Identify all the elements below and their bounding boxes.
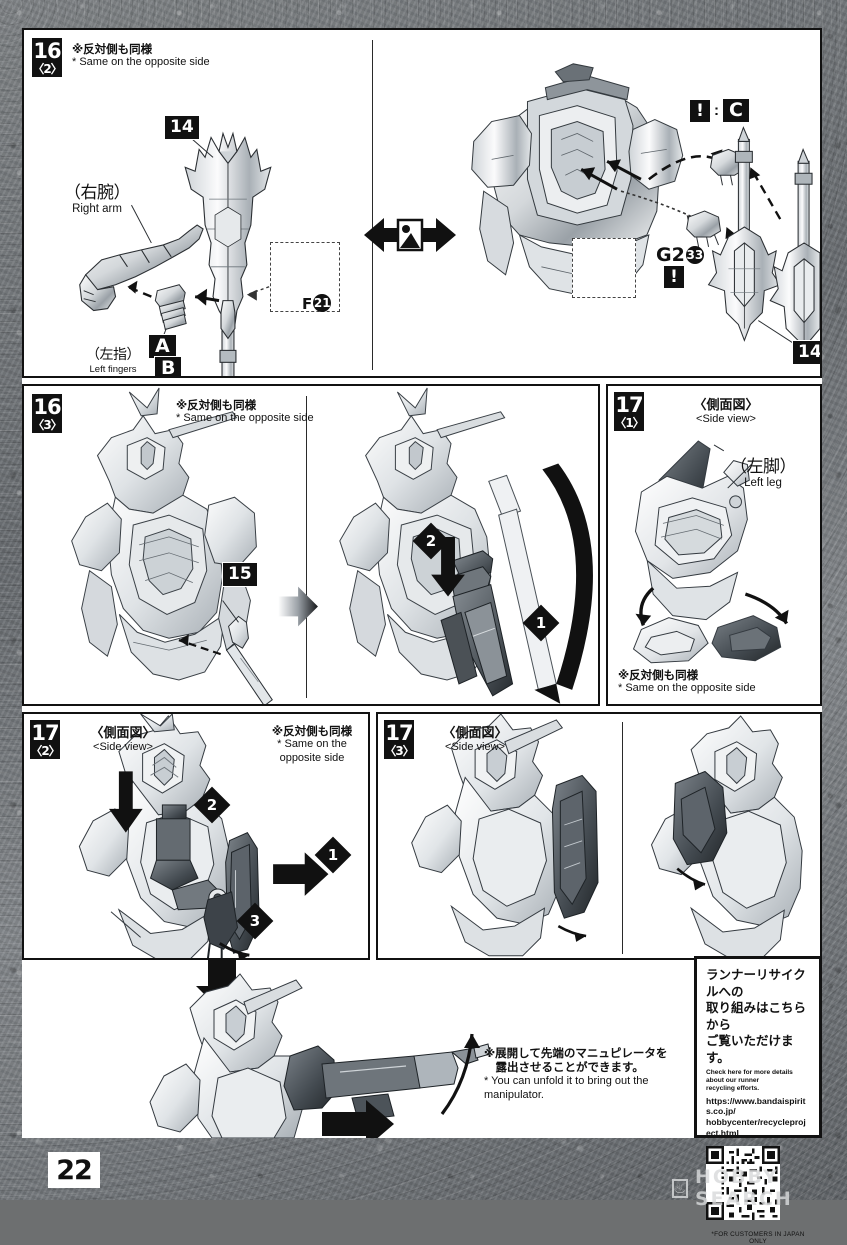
panel-16-2-artwork: [79, 63, 820, 376]
instruction-sheet: 16 〈2〉 ※反対側も同様 * Same on the opposite si…: [22, 28, 822, 1245]
step-number: 17: [31, 721, 59, 745]
note-jp: ※反対側も同様: [176, 398, 257, 412]
label-left-fingers-en: Left fingers: [89, 364, 137, 375]
part-chip-B: B: [154, 356, 183, 376]
panel-16-3-divider: [306, 396, 307, 698]
recycle-headline-en: Check here for more details about our ru…: [706, 1069, 793, 1092]
step-substep: 〈2〉: [32, 62, 62, 76]
view-label-17-3: 〈側面図〉 <Side view>: [420, 722, 530, 753]
panel-16-2-divider: [372, 40, 373, 370]
part-chip-15: 15: [222, 562, 258, 587]
label-right-arm-en: Right arm: [72, 203, 122, 215]
note-jp: ※反対側も同様: [72, 42, 153, 56]
note-en: * Same on the opposite side: [176, 412, 314, 425]
panel-step-16-3: 16 〈3〉 ※反対側も同様 * Same on the opposite si…: [22, 384, 600, 706]
note-jp: ※反対側も同様: [271, 724, 353, 738]
detail-box-joint: [572, 238, 636, 298]
view-label-17-1: 〈側面図〉 <Side view>: [666, 394, 786, 425]
step-badge-16-3: 16 〈3〉: [32, 394, 63, 433]
label-right-arm-jp: （右腕）: [64, 183, 131, 203]
step-number: 16: [33, 39, 61, 63]
step-badge-16-2: 16 〈2〉: [32, 38, 63, 77]
view-label-17-2: 〈側面図〉 <Side view>: [68, 722, 178, 753]
recycle-headline-jp: ランナーリサイクルへの 取り組みはこちらから ご覧いただけます。: [706, 967, 807, 1065]
step-badge-17-3: 17 〈3〉: [384, 720, 415, 759]
part-chip-14-left: 14: [164, 115, 200, 140]
order-marker-2-16-3: 2: [412, 522, 450, 560]
panel-16-3-artwork: [71, 387, 593, 704]
view-label-jp: 〈側面図〉: [442, 726, 508, 741]
step-badge-17-2: 17 〈2〉: [30, 720, 61, 759]
panel-step-17-1: 17 〈1〉 〈側面図〉 <Side view> （左脚） Left leg ※…: [606, 384, 822, 706]
runner-number-f: 21: [313, 294, 332, 312]
page-number: 22: [48, 1152, 100, 1188]
label-left-leg-jp: （左脚）: [730, 457, 797, 477]
step-number: 16: [33, 395, 61, 419]
mirror-symmetry-icon: [364, 218, 456, 252]
part-chip-A: A: [148, 334, 177, 359]
panel-17-1-artwork: [632, 440, 789, 664]
note-en: * Same on the opposite side: [72, 56, 210, 69]
step-substep: 〈3〉: [384, 744, 414, 758]
step-number: 17: [615, 393, 643, 417]
note-manipulator: ※展開して先端のマニュピレータを 露出させることができます。 * You can…: [484, 1046, 694, 1102]
view-label-jp: 〈側面図〉: [693, 398, 759, 413]
label-right-arm: （右腕） Right arm: [64, 178, 131, 215]
panel-step-17-3: 17 〈3〉 〈側面図〉 <Side view>: [376, 712, 822, 960]
label-left-leg: （左脚） Left leg: [730, 452, 797, 489]
warning-icon-c: !: [690, 100, 710, 122]
warning-colon-c: :: [714, 102, 719, 119]
note-jp: ※反対側も同様: [618, 668, 699, 682]
label-left-fingers: （左指） Left fingers: [86, 344, 141, 375]
panel-bottom-manipulator: ※展開して先端のマニュピレータを 露出させることができます。 * You can…: [22, 960, 702, 1138]
view-label-jp: 〈側面図〉: [90, 726, 156, 741]
step-substep: 〈1〉: [614, 416, 644, 430]
note-en: * Same on the opposite side: [618, 682, 756, 695]
note-en: * You can unfold it to bring out the man…: [484, 1074, 649, 1101]
part-chip-14-right: 14: [792, 340, 820, 365]
order-marker-2-17-2: 2: [193, 786, 231, 824]
view-label-en: <Side view>: [445, 741, 505, 753]
step-number: 17: [385, 721, 413, 745]
note-16-2-opposite: ※反対側も同様 * Same on the opposite side: [72, 42, 210, 70]
note-jp: ※展開して先端のマニュピレータを 露出させることができます。: [484, 1046, 668, 1075]
note-en: * Same on the opposite side: [277, 738, 347, 765]
panel-17-3-divider: [622, 722, 623, 954]
part-chip-C: C: [722, 98, 750, 123]
step-substep: 〈2〉: [30, 744, 60, 758]
note-16-3-opposite: ※反対側も同様 * Same on the opposite side: [176, 398, 314, 426]
order-marker-1-16-3: 1: [522, 604, 560, 642]
order-marker-1-17-2: 1: [314, 836, 352, 874]
watermark-text: HOBBY SEARCH: [694, 1166, 793, 1210]
note-17-1-opposite: ※反対側も同様 * Same on the opposite side: [618, 668, 756, 696]
recycle-footer: *FOR CUSTOMERS IN JAPAN ONLY: [711, 1230, 805, 1245]
recycle-url: https://www.bandaispirits.co.jp/ hobbyce…: [706, 1095, 806, 1138]
flame-mark-icon: ♨: [672, 1178, 688, 1198]
warning-icon-g2: !: [664, 266, 684, 288]
step-substep: 〈3〉: [32, 418, 62, 432]
view-label-en: <Side view>: [696, 413, 756, 425]
note-17-2-opposite: ※反対側も同様 * Same on the opposite side: [256, 724, 368, 766]
label-left-leg-en: Left leg: [744, 477, 782, 489]
panel-step-17-2: 17 〈2〉 〈側面図〉 <Side view> ※反対側も同様 * Same …: [22, 712, 370, 960]
label-left-fingers-jp: （左指）: [86, 347, 141, 363]
step-badge-17-1: 17 〈1〉: [614, 392, 645, 431]
panel-step-16-2: 16 〈2〉 ※反対側も同様 * Same on the opposite si…: [22, 28, 822, 378]
runner-number-g2: 33: [685, 246, 704, 264]
view-label-en: <Side view>: [93, 741, 153, 753]
runner-recycle-box: ランナーリサイクルへの 取り組みはこちらから ご覧いただけます。 Check h…: [694, 956, 822, 1245]
order-marker-3-17-2: 3: [236, 902, 274, 940]
watermark-hobby-search: ♨ HOBBY SEARCH: [672, 1166, 847, 1210]
